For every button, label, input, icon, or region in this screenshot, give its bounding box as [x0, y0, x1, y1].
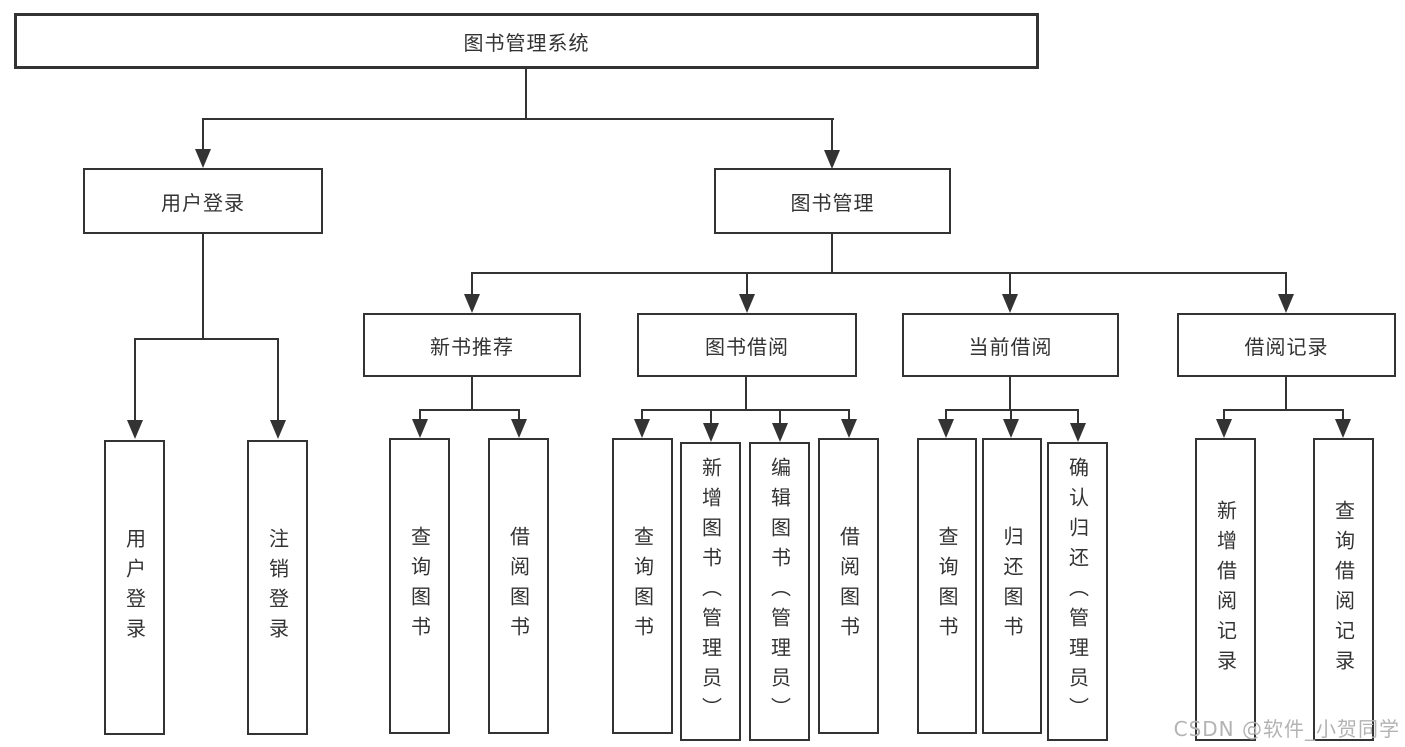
node-book-borrow: 图书借阅	[637, 313, 857, 377]
node-user-login: 用户登录	[83, 168, 323, 234]
leaf-query-book-1-label: 查询图书	[407, 526, 432, 646]
arrow-down-icon	[824, 150, 840, 169]
node-root-label: 图书管理系统	[463, 30, 590, 55]
node-borrow-records: 借阅记录	[1177, 313, 1396, 377]
node-new-book-recommend-label: 新书推荐	[430, 334, 514, 359]
connector-drop	[746, 272, 748, 296]
leaf-confirm-return-admin: 确认归还（管理员）	[1047, 442, 1108, 741]
arrow-down-icon	[270, 420, 286, 439]
connector-stem	[1285, 377, 1287, 409]
leaf-logout-label: 注销登录	[265, 527, 290, 648]
leaf-query-book-3-label: 查询图书	[935, 526, 959, 646]
node-root: 图书管理系统	[14, 13, 1039, 69]
connector-stem	[745, 377, 747, 409]
leaf-return-book-label: 归还图书	[1000, 526, 1024, 646]
arrow-down-icon	[634, 419, 650, 438]
connector-branch	[641, 409, 849, 411]
leaf-user-login-label: 用户登录	[122, 527, 147, 648]
leaf-query-borrow-record-label: 查询借阅记录	[1331, 499, 1356, 680]
arrow-down-icon	[464, 294, 480, 313]
arrow-down-icon	[1216, 419, 1232, 438]
connector-drop	[1010, 409, 1012, 422]
leaf-borrow-book-1: 借阅图书	[488, 438, 549, 734]
arrow-down-icon	[1278, 294, 1294, 313]
leaf-query-book-1: 查询图书	[389, 438, 450, 734]
arrow-down-icon	[739, 294, 755, 313]
connector-drop	[779, 409, 781, 424]
connector-root-stem	[525, 69, 527, 118]
connector-drop	[277, 338, 279, 422]
node-book-manage-label: 图书管理	[790, 190, 875, 215]
connector-drop	[710, 409, 712, 424]
connector-branch	[419, 409, 519, 411]
connector-drop	[1077, 409, 1079, 424]
node-new-book-recommend: 新书推荐	[363, 313, 581, 377]
connector-manage-branch	[471, 272, 1287, 274]
arrow-down-icon	[511, 419, 527, 438]
node-current-borrow-label: 当前借阅	[968, 334, 1053, 359]
connector-drop	[1009, 272, 1011, 296]
leaf-add-borrow-record-label: 新增借阅记录	[1213, 499, 1238, 680]
connector-login-stem	[202, 234, 204, 338]
arrow-down-icon	[195, 149, 211, 168]
arrow-down-icon	[1335, 419, 1351, 438]
node-current-borrow: 当前借阅	[902, 313, 1119, 377]
leaf-edit-book-admin-label: 编辑图书（管理员）	[767, 456, 792, 727]
connector-drop	[518, 409, 520, 422]
leaf-borrow-book-2-label: 借阅图书	[836, 526, 861, 646]
leaf-add-borrow-record: 新增借阅记录	[1195, 438, 1256, 741]
leaf-user-login: 用户登录	[104, 440, 165, 735]
connector-login-branch	[134, 338, 279, 340]
connector-drop	[1342, 409, 1344, 422]
csdn-watermark: CSDN @软件_小贺同学	[1173, 717, 1400, 741]
leaf-query-book-2: 查询图书	[612, 438, 673, 734]
connector-stem	[1009, 377, 1011, 409]
arrow-down-icon	[1003, 419, 1019, 438]
connector-drop	[134, 338, 136, 422]
leaf-query-borrow-record: 查询借阅记录	[1313, 438, 1374, 741]
connector-drop	[945, 409, 947, 422]
arrow-down-icon	[938, 419, 954, 438]
connector-drop	[1223, 409, 1225, 422]
leaf-confirm-return-admin-label: 确认归还（管理员）	[1065, 456, 1090, 727]
connector-stem	[471, 377, 473, 409]
node-book-manage: 图书管理	[714, 168, 951, 234]
arrow-down-icon	[703, 423, 719, 442]
leaf-query-book-3: 查询图书	[917, 438, 977, 734]
arrow-down-icon	[1002, 294, 1018, 313]
connector-drop	[641, 409, 643, 422]
leaf-return-book: 归还图书	[982, 438, 1042, 734]
arrow-down-icon	[1070, 423, 1086, 442]
leaf-add-book-admin-label: 新增图书（管理员）	[698, 456, 723, 727]
leaf-borrow-book-2: 借阅图书	[818, 438, 879, 734]
connector-drop-manage	[831, 118, 833, 152]
arrow-down-icon	[127, 420, 143, 439]
leaf-edit-book-admin: 编辑图书（管理员）	[749, 442, 810, 741]
node-user-login-label: 用户登录	[161, 190, 245, 215]
node-book-borrow-label: 图书借阅	[705, 334, 789, 359]
connector-drop	[471, 272, 473, 296]
connector-drop	[848, 409, 850, 422]
leaf-logout: 注销登录	[247, 440, 308, 735]
leaf-borrow-book-1-label: 借阅图书	[506, 526, 531, 646]
connector-manage-stem	[831, 234, 833, 272]
connector-drop	[1285, 272, 1287, 296]
leaf-add-book-admin: 新增图书（管理员）	[680, 442, 741, 741]
connector-drop-login	[202, 118, 204, 152]
arrow-down-icon	[841, 419, 857, 438]
node-borrow-records-label: 借阅记录	[1244, 334, 1329, 359]
arrow-down-icon	[772, 423, 788, 442]
leaf-query-book-2-label: 查询图书	[630, 526, 655, 646]
arrow-down-icon	[412, 419, 428, 438]
connector-root-branch	[202, 118, 834, 120]
connector-drop	[419, 409, 421, 422]
connector-branch	[1223, 409, 1343, 411]
